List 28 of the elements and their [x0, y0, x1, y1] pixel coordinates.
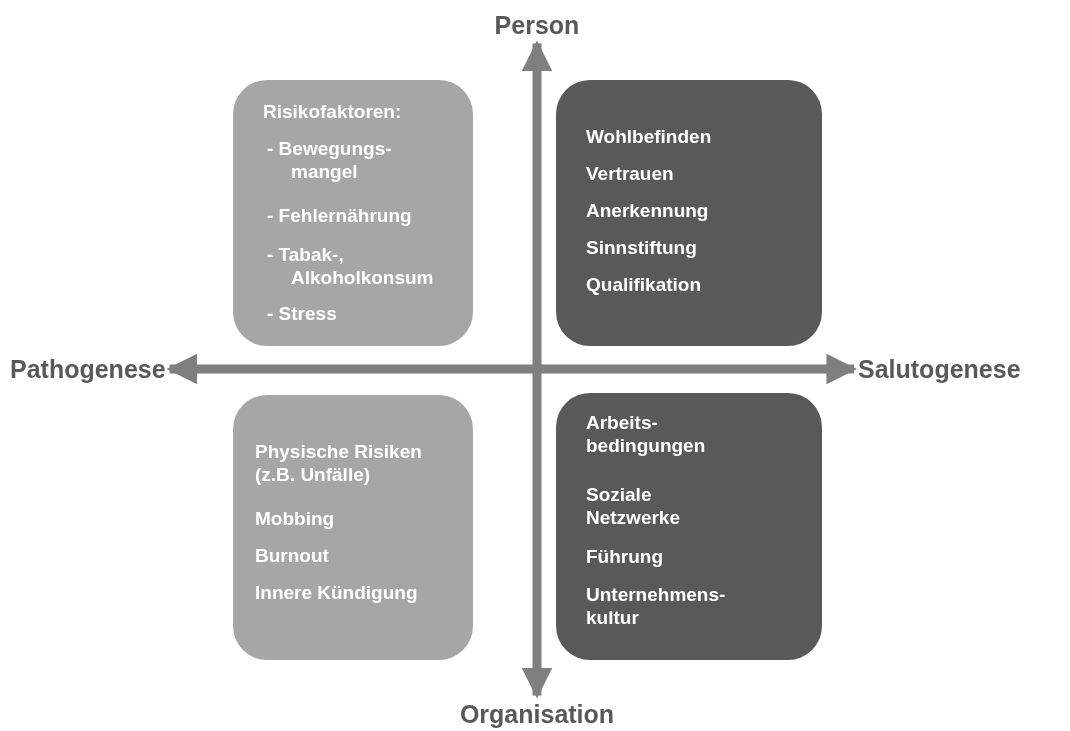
item-text: Unternehmens- kultur: [586, 583, 727, 629]
item-text: Mobbing: [255, 507, 336, 530]
item-text: Physische Risiken (z.B. Unfälle): [255, 440, 423, 486]
axis-label: Person: [494, 10, 580, 40]
item-text: - Fehlernährung: [267, 204, 413, 227]
item-text: Soziale Netzwerke: [586, 483, 681, 529]
double-headed-arrow: [521, 40, 553, 699]
item-text: - Stress: [267, 302, 338, 325]
item-text: Innere Kündigung: [255, 581, 419, 604]
item-text: - Bewegungs- mangel: [267, 137, 393, 183]
item-text: Burnout: [255, 544, 330, 567]
quadrant-box: [233, 395, 473, 660]
item-text: Wohlbefinden: [586, 125, 713, 148]
item-text: Anerkennung: [586, 199, 710, 222]
axis-label: Pathogenese: [10, 354, 166, 384]
item-text: Vertrauen: [586, 162, 675, 185]
axis-label: Salutogenese: [858, 354, 1021, 384]
item-text: - Tabak-, Alkoholkonsum: [267, 243, 435, 289]
heading-text: Risikofaktoren:: [263, 100, 402, 123]
item-text: Arbeits- bedingungen: [586, 411, 707, 457]
quadrant-box: [556, 80, 822, 346]
quadrant-box: [233, 80, 473, 346]
double-headed-arrow: [166, 353, 858, 385]
item-text: Führung: [586, 545, 665, 568]
item-text: Sinnstiftung: [586, 236, 698, 259]
item-text: Qualifikation: [586, 273, 703, 296]
quadrant-box: [556, 393, 822, 660]
axis-label: Organisation: [459, 699, 615, 729]
